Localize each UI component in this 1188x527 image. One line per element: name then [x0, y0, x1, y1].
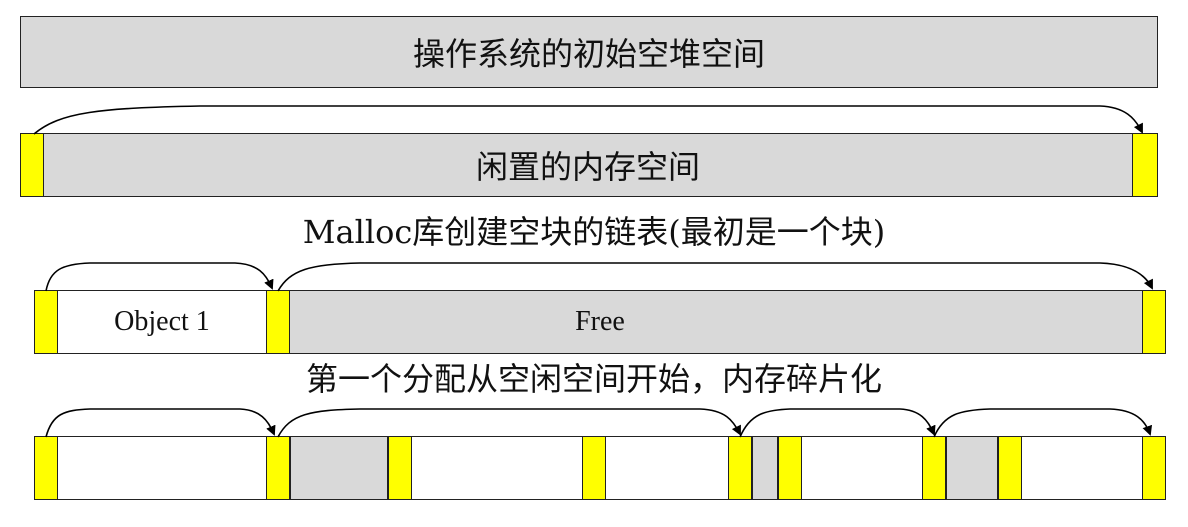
row3-free-block	[946, 436, 998, 500]
initial-heap-bar	[20, 16, 1158, 88]
row3-free-block	[290, 436, 388, 500]
row2-free-label: Free	[575, 306, 625, 337]
freelist-arrow	[33, 105, 1143, 135]
row3-free-block	[752, 436, 778, 500]
row3-header-block	[922, 436, 946, 500]
freelist-arrow	[277, 408, 741, 438]
freelist-arrow	[277, 262, 1153, 292]
row2-header-block	[1142, 290, 1166, 354]
freelist-arrow	[739, 408, 936, 438]
row3-header-block	[1142, 436, 1166, 500]
row3-header-block	[998, 436, 1022, 500]
row2-free-block	[266, 290, 1166, 354]
caption-freelist: Malloc库创建空块的链表(最初是一个块)	[302, 213, 886, 251]
row2-header-block	[266, 290, 290, 354]
freelist-arrow	[45, 408, 276, 438]
row3-header-block	[388, 436, 412, 500]
row1-free-block	[20, 133, 1158, 197]
row3-header-block	[266, 436, 290, 500]
caption-fragmentation: 第一个分配从空闲空间开始，内存碎片化	[305, 360, 882, 398]
row1-footer-block	[1132, 133, 1158, 197]
row1-header-block	[20, 133, 44, 197]
freelist-arrow	[45, 262, 274, 292]
object-1-label: Object 1	[114, 306, 210, 337]
row2-object-block	[34, 290, 290, 354]
initial-heap-label: 操作系统的初始空堆空间	[412, 35, 765, 73]
row2-header-block	[34, 290, 58, 354]
row1-free-label: 闲置的内存空间	[475, 148, 700, 186]
freelist-arrow	[933, 408, 1153, 438]
row3-header-block	[34, 436, 58, 500]
row3-header-block	[582, 436, 606, 500]
row3-header-block	[778, 436, 802, 500]
